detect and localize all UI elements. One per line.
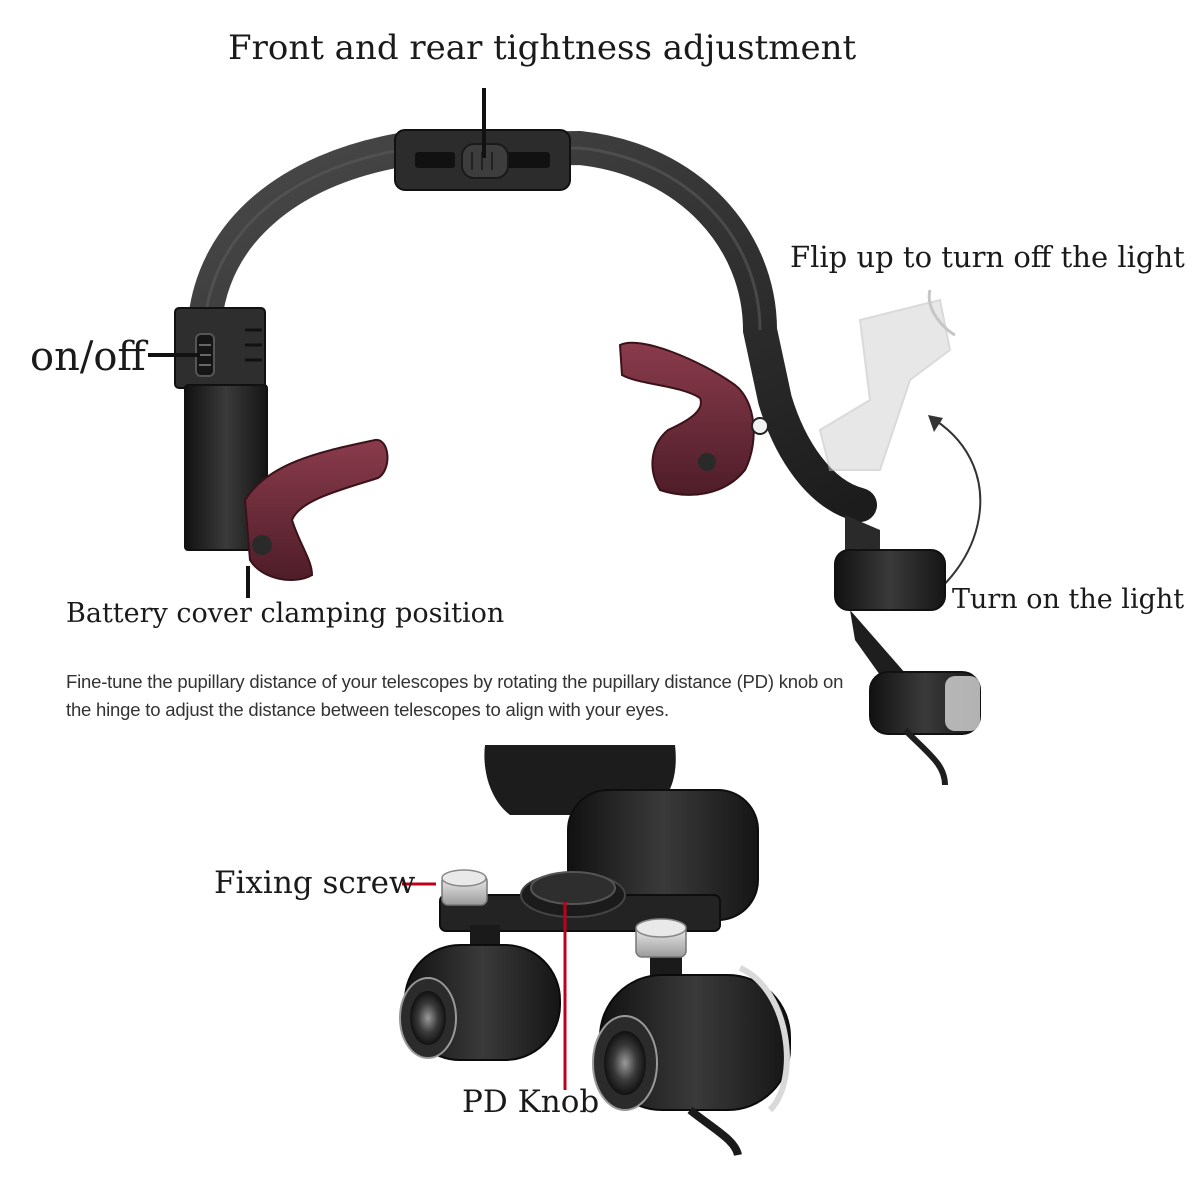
left-ear-pad (243, 439, 389, 581)
fixing-screw-right[interactable] (635, 918, 687, 958)
label-fixing-screw: Fixing screw (214, 865, 416, 901)
label-flip-up: Flip up to turn off the light (790, 240, 1185, 274)
label-battery-cover: Battery cover clamping position (66, 598, 505, 629)
right-ear-pad (618, 341, 769, 496)
label-front-rear-adjustment: Front and rear tightness adjustment (228, 28, 857, 68)
label-turn-on: Turn on the light (952, 584, 1185, 615)
left-telescope (399, 944, 561, 1061)
label-on-off: on/off (30, 334, 146, 380)
fixing-screw-left[interactable] (441, 869, 488, 906)
label-pd-knob: PD Knob (462, 1084, 600, 1120)
headlight[interactable] (834, 515, 981, 786)
light-flipped-up-ghost (818, 289, 956, 471)
description-text: Fine-tune the pupillary distance of your… (66, 671, 844, 720)
headband-frame (188, 130, 877, 522)
pd-knob[interactable] (520, 871, 626, 918)
flip-arrow-head (928, 415, 943, 432)
right-telescope (592, 965, 791, 1157)
